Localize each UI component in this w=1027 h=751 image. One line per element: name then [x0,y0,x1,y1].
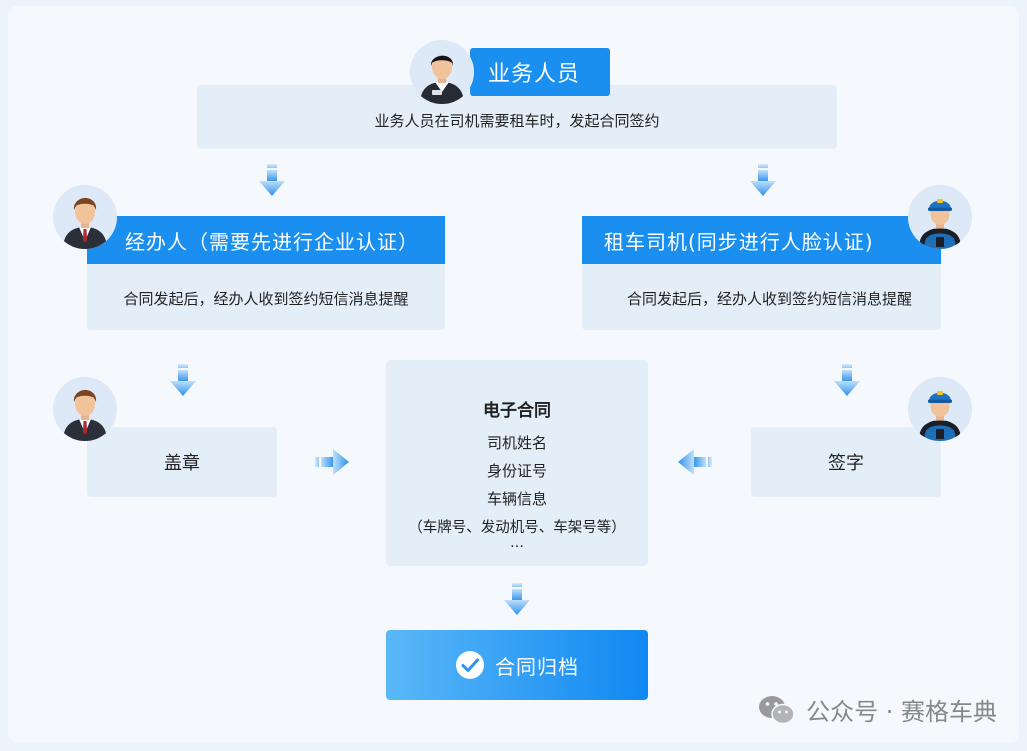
agent-box [87,262,445,330]
arrow-right-stamp-to-contract [315,448,351,476]
manager-avatar-icon-stamp [53,377,117,441]
contract-line-vehicle-details: （车牌号、发动机号、车架号等） [408,520,626,536]
driver-description: 合同发起后，经办人收到签约短信消息提醒 [626,290,912,308]
arrow-down-staff-to-agent [257,164,287,198]
contract-line-vehicle-info: 车辆信息 [486,490,547,508]
sign-label: 签字 [828,453,864,474]
driver-avatar-icon-sign [908,377,972,441]
contract-line-ellipsis: … [510,535,524,551]
archive-box: 合同归档 [386,630,648,700]
contract-line-driver-name: 司机姓名 [486,434,547,452]
staff-description: 业务人员在司机需要租车时，发起合同签约 [374,112,660,130]
contract-title: 电子合同 [483,401,551,421]
driver-title: 租车司机(同步进行人脸认证) [604,229,874,254]
driver-box [582,262,941,330]
arrow-down-driver-to-sign [832,364,862,398]
staff-title: 业务人员 [488,62,581,87]
arrow-down-contract-to-archive [502,583,532,617]
agent-description: 合同发起后，经办人收到签约短信消息提醒 [123,290,409,308]
manager-avatar-icon [53,185,117,249]
contract-line-id-number: 身份证号 [486,462,547,480]
watermark-text: 公众号 · 赛格车典 [806,698,997,726]
arrow-down-staff-to-driver [748,164,778,198]
sign-box: 签字 [751,427,941,497]
archive-label: 合同归档 [495,654,579,679]
stamp-label: 盖章 [164,453,200,474]
driver-avatar-icon [908,185,972,249]
agent-header: 经办人（需要先进行企业认证） [87,216,445,264]
agent-title: 经办人（需要先进行企业认证） [125,229,419,254]
staff-header: 业务人员 [470,48,610,96]
driver-header: 租车司机(同步进行人脸认证) [582,216,941,264]
arrow-down-agent-to-stamp [168,364,198,398]
watermark: 公众号 · 赛格车典 [758,692,997,727]
stamp-box: 盖章 [87,427,277,497]
arrow-left-sign-to-contract [676,448,712,476]
check-circle-icon [456,651,484,679]
wechat-icon [759,695,795,724]
businessman-avatar-icon [410,40,474,104]
contract-box: 电子合同 司机姓名 身份证号 车辆信息 （车牌号、发动机号、车架号等） … [386,360,648,566]
